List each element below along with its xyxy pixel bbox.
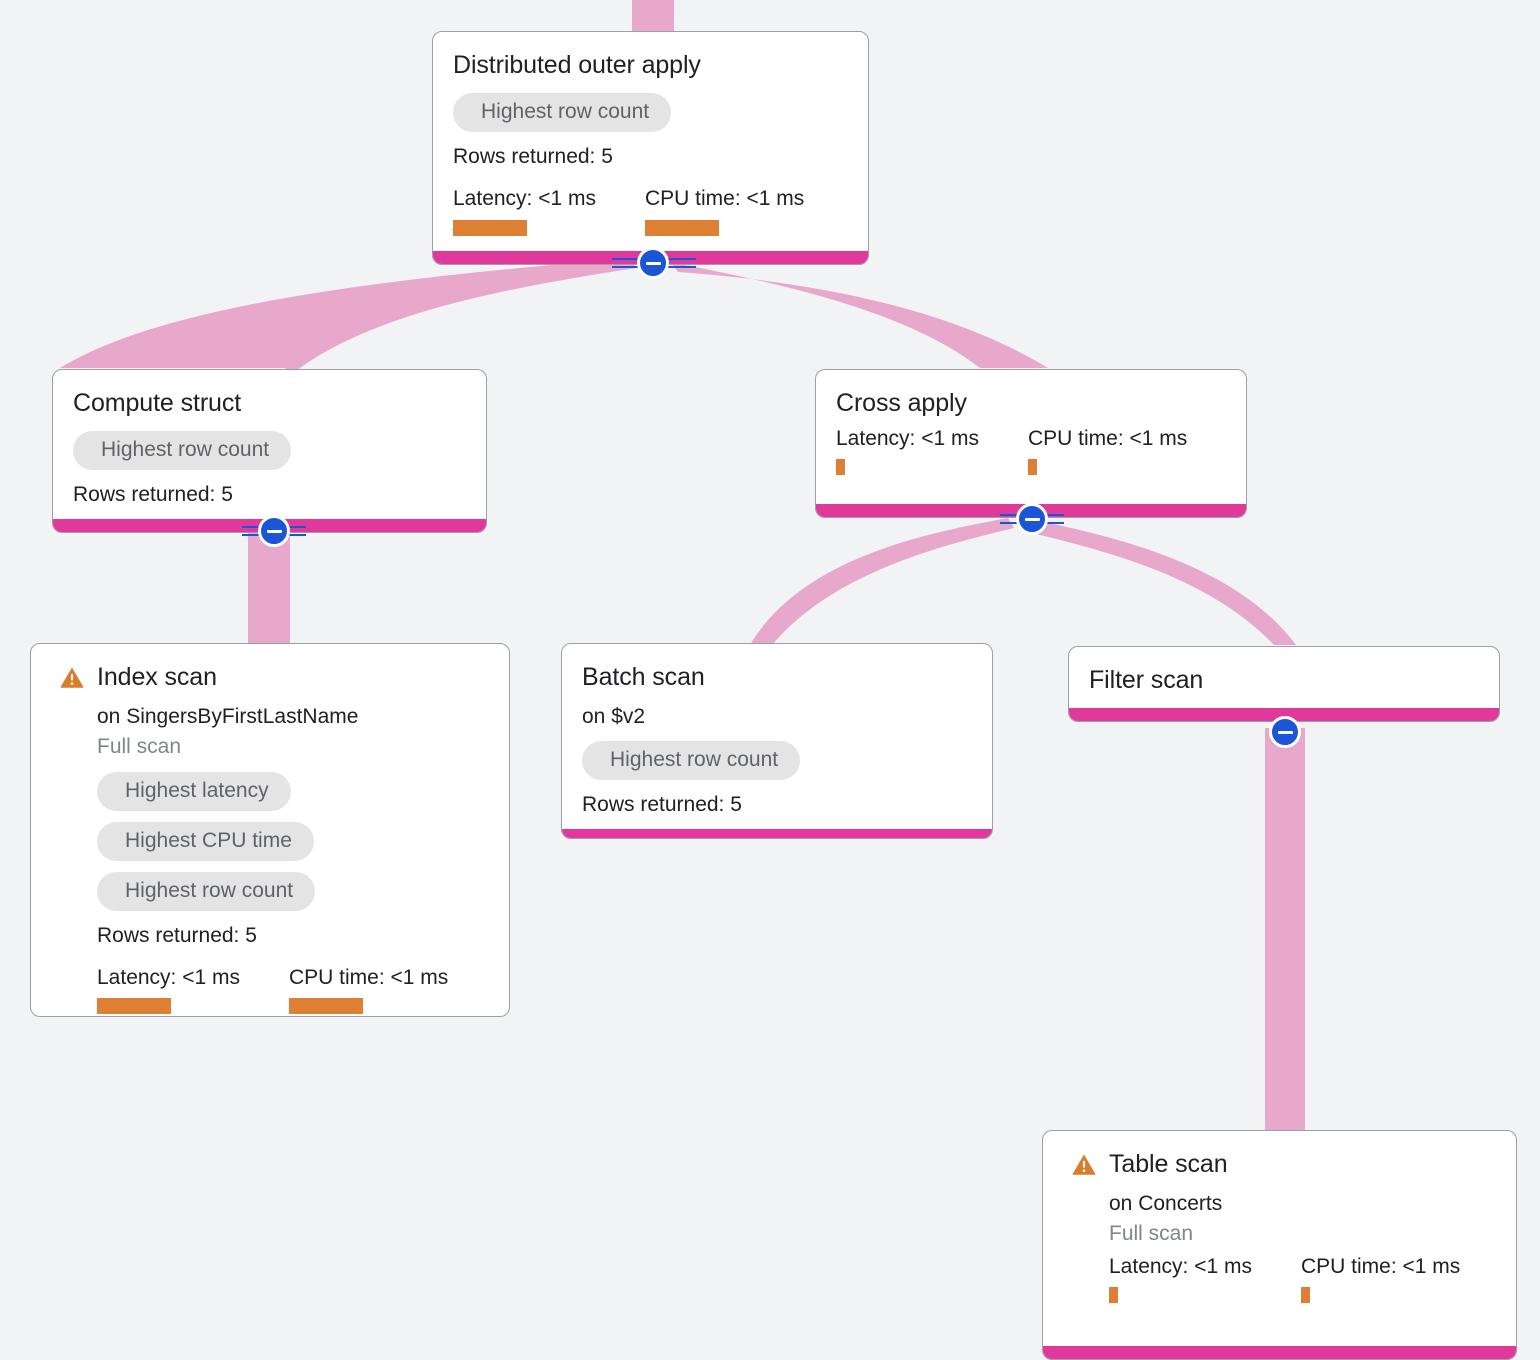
metric-bar <box>1028 459 1037 476</box>
node-cross-apply[interactable]: Cross apply Latency: <1 ms CPU time: <1 … <box>815 369 1247 518</box>
metric-cpu-time: CPU time: <1 ms <box>1028 426 1188 476</box>
edge-cross-apply-to-filter-scan <box>1036 522 1296 645</box>
warning-triangle-icon <box>1072 1154 1096 1175</box>
edge-incoming-root <box>632 0 674 32</box>
node-scan-note: Full scan <box>1109 1222 1194 1246</box>
node-accent-bar <box>1043 1346 1516 1359</box>
node-subtitle: on Concerts <box>1109 1192 1223 1215</box>
metric-cpu-time: CPU time: <1 ms <box>645 186 805 236</box>
node-title-row: Table scan <box>1071 1149 1228 1179</box>
metric-label: Latency: <1 ms <box>97 966 240 990</box>
metric-label: Latency: <1 ms <box>836 427 979 450</box>
badge-highest-row-count: Highest row count <box>582 741 801 781</box>
metric-latency: Latency: <1 ms <box>453 186 645 236</box>
node-accent-bar <box>562 828 992 838</box>
node-title-row: Batch scan <box>582 662 705 692</box>
node-index-scan[interactable]: Index scan on SingersByFirstLastName Ful… <box>30 643 510 1017</box>
node-title-row: Cross apply <box>836 388 967 418</box>
metrics-row: Latency: <1 ms CPU time: <1 ms <box>97 965 509 1015</box>
node-title: Filter scan <box>1089 666 1204 694</box>
node-title: Index scan <box>97 663 217 691</box>
node-body: Batch scan on $v2 Highest row count Rows… <box>562 644 992 829</box>
metric-bar <box>289 998 363 1015</box>
collapse-toggle-cross-apply[interactable] <box>1016 503 1048 535</box>
metric-bar <box>645 219 719 236</box>
node-body: Table scan on Concerts Full scan Latency… <box>1043 1131 1516 1346</box>
warning-triangle-icon <box>60 667 84 688</box>
badge-highest-latency: Highest latency <box>97 771 291 811</box>
metric-label: CPU time: <1 ms <box>289 966 449 990</box>
edge-root-to-compute-struct <box>60 258 636 386</box>
collapse-toggle-filter-scan[interactable] <box>1269 716 1301 748</box>
node-title-row: Distributed outer apply <box>453 50 701 80</box>
node-accent-bar <box>1069 708 1499 721</box>
metric-bar <box>836 459 845 476</box>
node-title-row: Index scan <box>59 662 217 692</box>
metrics-row: Latency: <1 ms CPU time: <1 ms <box>836 426 1226 476</box>
node-title: Compute struct <box>73 389 242 417</box>
metric-label: Latency: <1 ms <box>1109 1254 1252 1278</box>
node-body: Filter scan <box>1069 647 1499 708</box>
rows-returned: Rows returned: 5 <box>582 793 742 817</box>
node-body: Index scan on SingersByFirstLastName Ful… <box>31 644 509 1016</box>
node-table-scan[interactable]: Table scan on Concerts Full scan Latency… <box>1042 1130 1517 1360</box>
metric-label: CPU time: <1 ms <box>1301 1254 1461 1278</box>
metric-bar <box>453 219 527 236</box>
rows-returned: Rows returned: 5 <box>97 923 257 947</box>
badge-highest-row-count: Highest row count <box>97 871 316 911</box>
metric-label: CPU time: <1 ms <box>1028 427 1188 450</box>
rows-returned: Rows returned: 5 <box>73 483 233 507</box>
metric-label: Latency: <1 ms <box>453 187 596 211</box>
metrics-row: Latency: <1 ms CPU time: <1 ms <box>1109 1254 1516 1303</box>
node-scan-note: Full scan <box>97 735 182 759</box>
node-batch-scan[interactable]: Batch scan on $v2 Highest row count Rows… <box>561 643 993 839</box>
badge-highest-cpu-time: Highest CPU time <box>97 821 314 861</box>
metric-bar <box>97 998 171 1015</box>
node-distributed-outer-apply[interactable]: Distributed outer apply Highest row coun… <box>432 31 869 265</box>
metric-latency: Latency: <1 ms <box>836 426 1028 476</box>
metric-cpu-time: CPU time: <1 ms <box>289 965 449 1015</box>
node-subtitle: on SingersByFirstLastName <box>97 705 359 728</box>
node-compute-struct[interactable]: Compute struct Highest row count Rows re… <box>52 369 487 533</box>
metric-latency: Latency: <1 ms <box>1109 1254 1301 1303</box>
node-title-row: Compute struct <box>73 388 241 418</box>
metric-bar <box>1109 1286 1118 1303</box>
metric-bar <box>1301 1286 1310 1303</box>
rows-returned: Rows returned: 5 <box>453 145 613 169</box>
node-body: Compute struct Highest row count Rows re… <box>53 370 486 519</box>
metric-cpu-time: CPU time: <1 ms <box>1301 1254 1460 1303</box>
node-body: Distributed outer apply Highest row coun… <box>433 32 868 251</box>
badge-highest-row-count: Highest row count <box>73 431 292 471</box>
collapse-toggle-distributed-outer-apply[interactable] <box>637 247 669 279</box>
badge-highest-row-count: Highest row count <box>453 93 672 133</box>
edge-cross-apply-to-batch-scan <box>750 518 1014 645</box>
edge-filter-scan-to-table-scan <box>1265 728 1305 1135</box>
node-title: Batch scan <box>582 663 705 691</box>
metric-latency: Latency: <1 ms <box>97 965 289 1015</box>
node-title-row: Filter scan <box>1089 665 1203 695</box>
edge-root-to-cross-apply <box>670 262 1048 368</box>
node-subtitle: on $v2 <box>582 705 646 728</box>
node-filter-scan[interactable]: Filter scan <box>1068 646 1500 722</box>
metrics-row: Latency: <1 ms CPU time: <1 ms <box>453 186 848 236</box>
node-title: Table scan <box>1109 1150 1228 1178</box>
metric-label: CPU time: <1 ms <box>645 187 805 211</box>
node-body: Cross apply Latency: <1 ms CPU time: <1 … <box>816 370 1246 504</box>
collapse-toggle-compute-struct[interactable] <box>258 515 290 547</box>
node-title: Cross apply <box>836 389 967 417</box>
node-title: Distributed outer apply <box>453 51 701 79</box>
